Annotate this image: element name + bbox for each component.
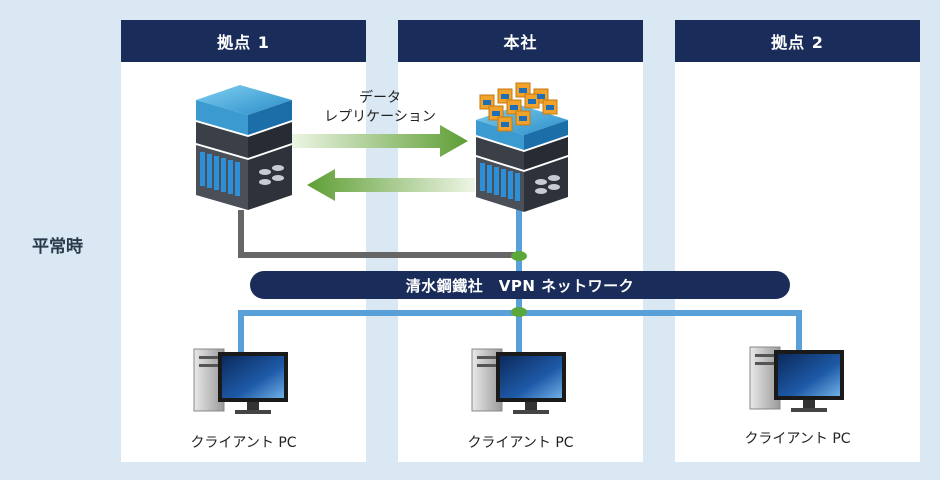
- site1-header: 拠点 1: [121, 20, 366, 62]
- client-pc-label-1: クライアント PC: [190, 435, 297, 451]
- replication-label: データ レプリケーション: [305, 89, 455, 127]
- client-junction: [511, 307, 527, 317]
- hq-uplink-junction: [511, 251, 527, 261]
- site1-uplink: [238, 210, 519, 258]
- site1-server-icon: [196, 85, 292, 210]
- client-pc-label-2: クライアント PC: [467, 435, 574, 451]
- replication-arrow-right: [290, 125, 468, 157]
- site2-header: 拠点 2: [675, 20, 920, 62]
- client-pc-icon-2: [471, 348, 566, 414]
- replication-arrow-left: [307, 169, 475, 201]
- client-pc-label-3: クライアント PC: [744, 431, 851, 447]
- vm-cubes-icon: [479, 82, 558, 132]
- client-pc-icon-1: [193, 348, 288, 414]
- site2-panel: 拠点 2: [675, 20, 920, 462]
- replication-label-line2: レプリケーション: [324, 109, 436, 125]
- replication-label-line1: データ: [359, 90, 401, 106]
- vpn-network-bar: 清水鋼鐵社 VPN ネットワーク: [250, 271, 790, 299]
- row-label-normal: 平常時: [32, 237, 83, 257]
- client-pc-icon-3: [749, 346, 844, 412]
- hq-header: 本社: [398, 20, 643, 62]
- hq-server-icon: [476, 82, 568, 212]
